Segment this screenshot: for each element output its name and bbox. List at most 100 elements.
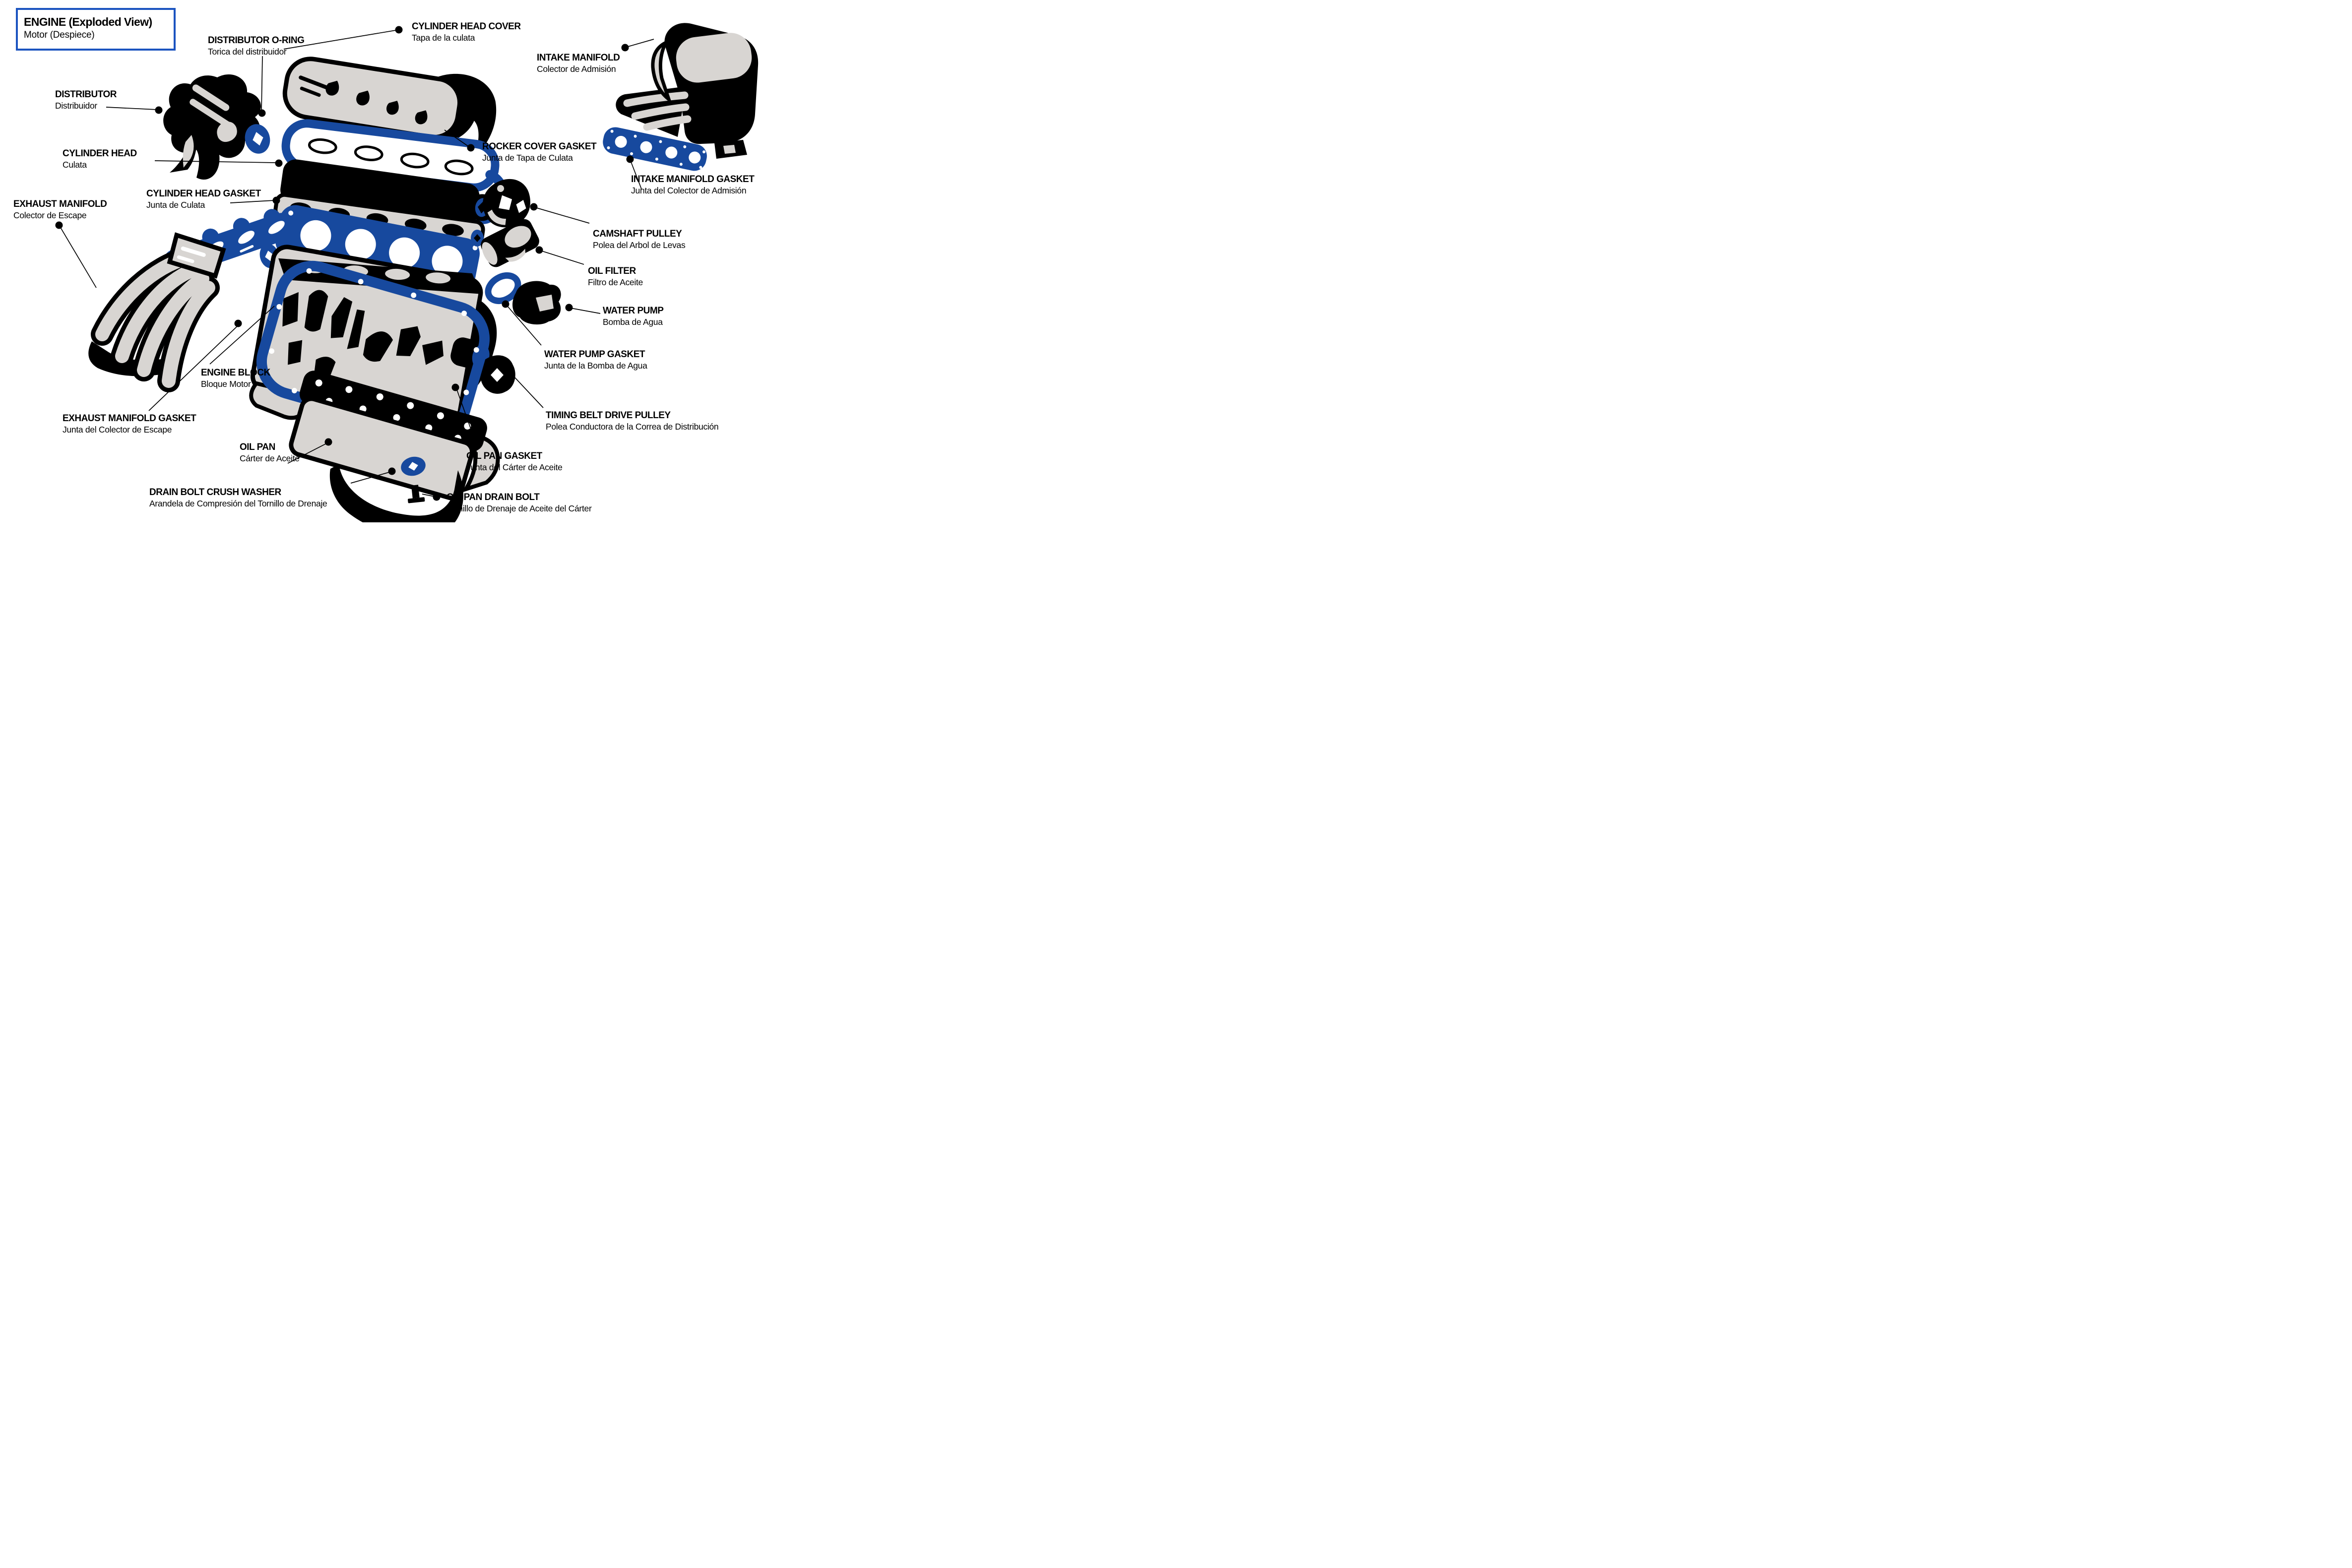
leader-line-water-pump — [570, 308, 601, 314]
label-es: Junta de la Bomba de Agua — [544, 361, 647, 371]
label-es: Colector de Admisión — [537, 64, 616, 74]
leader-dot-oil-pan-drain-bolt — [433, 493, 441, 501]
label-en: DISTRIBUTOR O-RING — [208, 35, 305, 46]
oil-pan-icon — [289, 371, 500, 522]
leader-dot-camshaft-pulley — [530, 203, 538, 211]
label-en: CYLINDER HEAD — [63, 148, 137, 159]
leader-line-engine-block — [209, 306, 275, 365]
label-es: Culata — [63, 160, 87, 170]
label-es: Bomba de Agua — [603, 317, 663, 327]
camshaft-pulley-icon — [483, 179, 530, 228]
label-es: Junta del Cárter de Aceite — [466, 462, 563, 472]
leader-dot-cylinder-head-gasket — [272, 196, 280, 204]
label-en: CYLINDER HEAD GASKET — [146, 188, 261, 199]
label-en: OIL FILTER — [588, 266, 636, 276]
label-en: DISTRIBUTOR — [55, 89, 117, 100]
distributor-icon — [163, 74, 261, 180]
rocker-cover-gasket-icon — [281, 119, 508, 225]
label-en: CAMSHAFT PULLEY — [593, 229, 682, 239]
label-en: INTAKE MANIFOLD — [537, 53, 620, 63]
leader-line-drain-bolt-crush-washer — [350, 471, 391, 484]
label-en: INTAKE MANIFOLD GASKET — [631, 174, 755, 185]
label-es: Junta de Culata — [146, 200, 205, 210]
leader-dot-intake-manifold — [621, 44, 629, 52]
leader-lines-layer — [55, 26, 654, 501]
label-en: DRAIN BOLT CRUSH WASHER — [149, 487, 281, 498]
label-es: Arandela de Compresión del Tornillo de D… — [149, 499, 327, 508]
leader-line-distributor-o-ring — [261, 56, 263, 112]
label-es: Torica del distribuidor — [208, 47, 287, 57]
label-en: ENGINE BLOCK — [201, 368, 270, 378]
label-es: Polea Conductora de la Correa de Distrib… — [546, 422, 719, 432]
water-pump-icon — [512, 281, 561, 325]
drain-bolt-crush-washer-icon — [401, 456, 426, 476]
leader-line-intake-manifold — [626, 39, 654, 48]
leader-dot-oil-filter — [535, 246, 543, 254]
leader-dot-oil-pan — [324, 438, 332, 446]
label-es: Distribuidor — [55, 101, 97, 111]
water-pump-gasket-icon — [485, 272, 521, 305]
label-es: Tornillo de Drenaje de Aceite del Cárter — [446, 503, 592, 513]
title-box: ENGINE (Exploded View) Motor (Despiece) — [16, 8, 176, 51]
leader-line-cylinder-head — [154, 160, 277, 163]
label-en: WATER PUMP GASKET — [544, 349, 645, 360]
leader-dot-exhaust-manifold-gasket — [234, 319, 242, 327]
label-en: EXHAUST MANIFOLD GASKET — [63, 413, 196, 424]
leader-dot-cylinder-head-cover — [395, 26, 403, 34]
page-title: ENGINE (Exploded View) — [24, 15, 152, 28]
leader-line-intake-manifold-gasket — [630, 160, 642, 189]
label-es: Cárter de Aceite — [240, 453, 300, 463]
leader-dot-oil-pan-gasket — [451, 383, 459, 391]
leader-dot-distributor — [155, 106, 163, 114]
label-es: Polea del Arbol de Levas — [593, 240, 686, 250]
page-subtitle: Motor (Despiece) — [24, 30, 95, 40]
label-en: EXHAUST MANIFOLD — [13, 199, 107, 209]
leader-line-oil-pan — [287, 442, 328, 464]
oil-pan-drain-bolt-icon — [408, 485, 425, 503]
engine-artwork — [88, 23, 759, 522]
label-en: TIMING BELT DRIVE PULLEY — [546, 410, 671, 421]
leader-dot-drain-bolt-crush-washer — [388, 467, 396, 475]
leader-dot-distributor-o-ring — [258, 109, 266, 117]
leader-line-distributor — [106, 107, 158, 110]
exhaust-manifold-icon — [88, 232, 226, 392]
leader-dot-water-pump — [565, 304, 573, 312]
block-end-o-ring-icon — [471, 230, 484, 247]
label-es: Colector de Escape — [13, 210, 87, 220]
leader-dot-intake-manifold-gasket — [626, 155, 634, 163]
label-es: Junta del Colector de Escape — [63, 425, 172, 435]
label-es: Bloque Motor — [201, 379, 251, 389]
label-en: WATER PUMP — [603, 306, 664, 316]
label-en: ROCKER COVER GASKET — [482, 141, 597, 152]
leader-line-exhaust-manifold-gasket — [148, 324, 240, 411]
leader-dot-rocker-cover-gasket — [467, 144, 475, 152]
leader-dot-water-pump-gasket — [502, 300, 509, 308]
engine-exploded-diagram: ENGINE (Exploded View) Motor (Despiece) — [0, 0, 784, 522]
label-en: OIL PAN — [240, 442, 275, 452]
oil-filter-icon — [481, 219, 539, 267]
leader-dot-cylinder-head — [275, 159, 283, 167]
leader-line-timing-belt-drive-pulley — [505, 367, 544, 408]
intake-manifold-icon — [616, 23, 759, 159]
label-es: Filtro de Aceite — [588, 277, 643, 287]
label-es: Junta de Tapa de Culata — [482, 153, 573, 163]
cylinder-head-cover-icon — [282, 57, 497, 156]
leader-line-cylinder-head-gasket — [230, 200, 275, 203]
leader-line-exhaust-manifold — [60, 226, 97, 288]
label-es: Junta del Colector de Admisión — [631, 186, 747, 195]
